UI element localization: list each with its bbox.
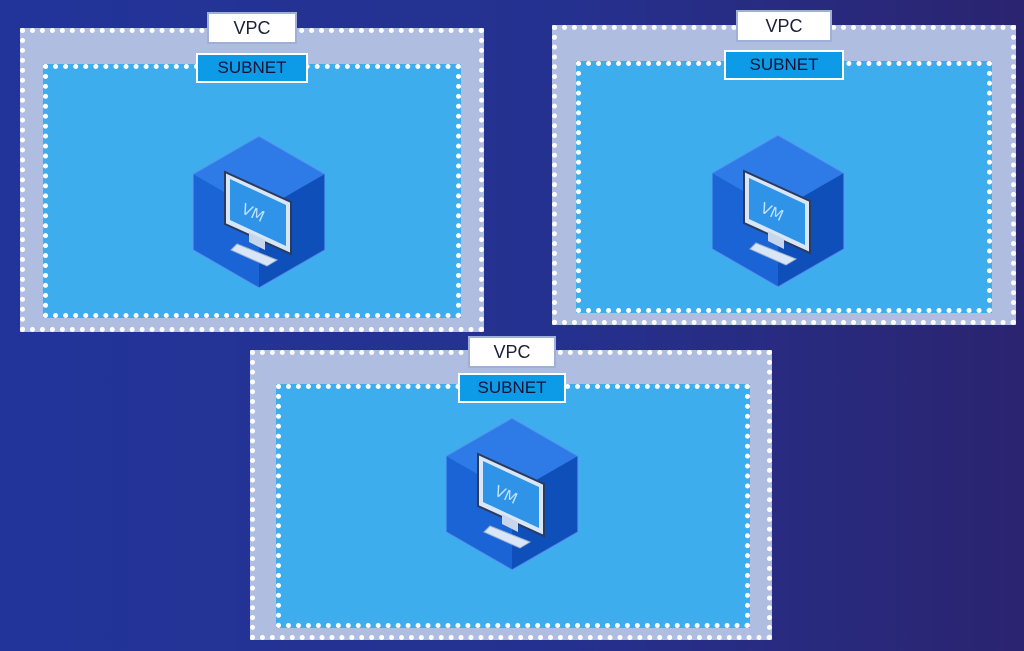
vm-icon-1: VM [191,134,327,290]
monitor-icon [477,452,545,549]
vpc-label-1: VPC [207,12,297,44]
subnet-label-2: SUBNET [724,50,844,80]
vm-cube-icon: VM [445,417,579,571]
subnet-label-3: SUBNET [458,373,566,403]
vm-cube-icon: VM [711,134,845,288]
vpc-label-3: VPC [468,336,556,368]
vm-cube-icon: VM [192,135,326,289]
vm-icon-2: VM [710,133,846,289]
vpc-label-2: VPC [736,10,832,42]
monitor-icon [743,169,811,266]
monitor-icon [224,170,292,267]
subnet-label-1: SUBNET [196,53,308,83]
vm-icon-3: VM [444,416,580,572]
